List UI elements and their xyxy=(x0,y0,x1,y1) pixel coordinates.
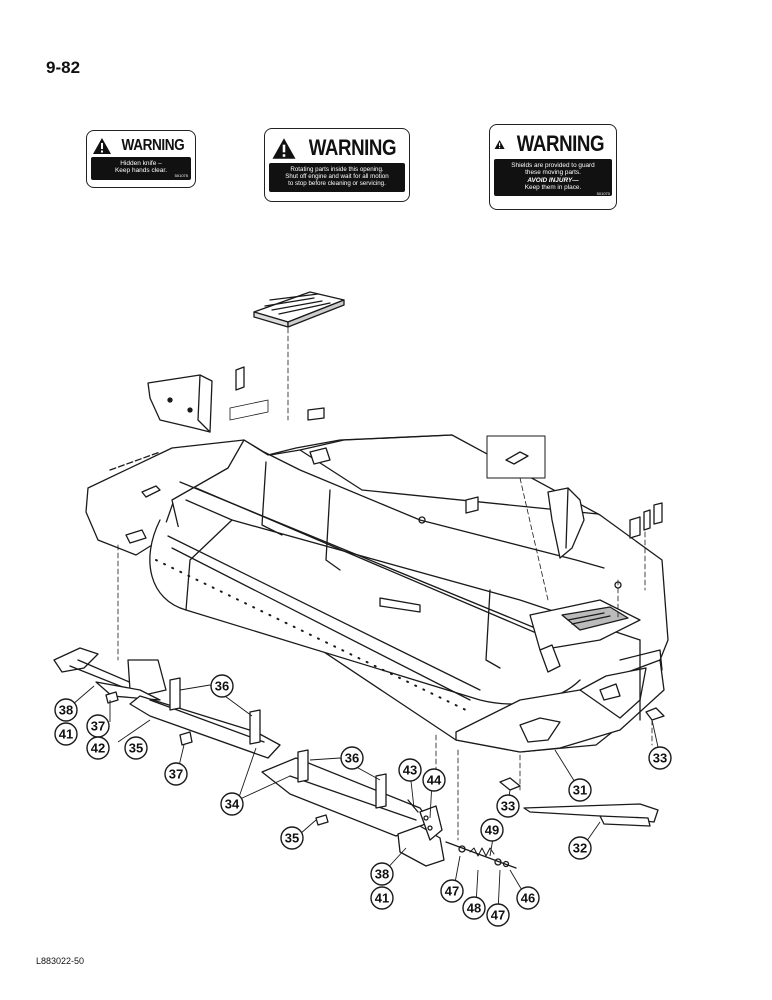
decal-header: WARNING xyxy=(494,129,612,159)
svg-text:37: 37 xyxy=(169,767,183,782)
decal-title: WARNING xyxy=(516,131,605,156)
warning-triangle-icon xyxy=(272,137,296,159)
decal-line: Hidden knife – xyxy=(120,160,162,167)
decal-line: Shut off engine and wait for all motion xyxy=(285,173,389,181)
svg-text:49: 49 xyxy=(485,823,499,838)
svg-text:47: 47 xyxy=(491,908,505,923)
callout-41a: 41 xyxy=(54,722,78,746)
svg-text:43: 43 xyxy=(403,763,417,778)
decal-line: these moving parts. xyxy=(525,169,581,177)
svg-text:47: 47 xyxy=(445,884,459,899)
warning-triangle-icon xyxy=(494,139,505,149)
right-skid-shoe xyxy=(261,749,445,867)
svg-text:41: 41 xyxy=(59,727,73,742)
svg-text:44: 44 xyxy=(427,773,442,788)
callout-38a: 38 xyxy=(54,698,78,722)
callout-49: 49 xyxy=(480,818,504,842)
callout-47a: 47 xyxy=(440,879,464,903)
left-shield-bracket xyxy=(147,374,213,433)
callout-48: 48 xyxy=(462,896,486,920)
svg-text:34: 34 xyxy=(0,0,15,3)
callout-37b: 37 xyxy=(164,762,188,786)
callout-47b: 47 xyxy=(486,903,510,927)
callout-44: 44 xyxy=(422,768,446,792)
svg-text:36: 36 xyxy=(215,679,229,694)
decal-title: WARNING xyxy=(121,137,185,154)
svg-text:36: 36 xyxy=(345,751,359,766)
svg-text:35: 35 xyxy=(285,831,299,846)
callout-41b: 41 xyxy=(370,886,394,910)
left-skid-shoe xyxy=(53,647,281,759)
decal-code: 501075 xyxy=(174,173,188,179)
callout-31: 31 xyxy=(568,778,592,802)
svg-text:34: 34 xyxy=(225,797,240,812)
decal-code: 501070 xyxy=(596,190,610,196)
decal-message: Hidden knife – Keep hands clear. 501075 xyxy=(91,157,191,180)
svg-text:31: 31 xyxy=(573,783,587,798)
decal-title: WARNING xyxy=(308,135,396,160)
warning-triangle-icon xyxy=(93,138,112,154)
decal-header: WARNING xyxy=(269,133,405,163)
decal-line: Shields are provided to guard xyxy=(511,162,595,169)
decal-line: to stop before cleaning or servicing. xyxy=(288,180,386,188)
svg-text:46: 46 xyxy=(521,891,535,906)
right-shield-bracket xyxy=(547,487,585,559)
callout-36a: 36 xyxy=(210,674,234,698)
svg-text:35: 35 xyxy=(129,741,143,756)
callout-38b: 38 xyxy=(370,862,394,886)
callout-35b: 35 xyxy=(280,826,304,850)
decal-line: AVOID INJURY— xyxy=(527,176,579,184)
callout-34a: 34 xyxy=(220,792,244,816)
svg-text:32: 32 xyxy=(573,841,587,856)
decal-header: WARNING xyxy=(91,135,191,157)
decal-line: Rotating parts inside this opening. xyxy=(290,166,384,173)
callout-34b: 34 xyxy=(0,0,15,3)
callout-33a: 33 xyxy=(496,794,520,818)
warning-decal-shields: WARNING Shields are provided to guard th… xyxy=(489,124,617,210)
decal-line: Keep hands clear. xyxy=(114,167,168,175)
figure-code: L883022-50 xyxy=(36,956,85,966)
header-housing xyxy=(149,434,669,753)
access-cover xyxy=(253,291,345,328)
page-number: 9-82 xyxy=(46,58,81,77)
svg-text:41: 41 xyxy=(375,891,389,906)
svg-text:33: 33 xyxy=(653,751,667,766)
decal-line: Keep them in place. xyxy=(524,184,582,192)
left-end-panel xyxy=(85,439,265,556)
spring-bolt-assembly xyxy=(445,841,517,869)
svg-text:48: 48 xyxy=(467,901,481,916)
warning-decal-hidden-knife: WARNING Hidden knife – Keep hands clear.… xyxy=(86,130,196,188)
svg-text:38: 38 xyxy=(59,703,73,718)
callout-46: 46 xyxy=(516,886,540,910)
svg-text:42: 42 xyxy=(91,741,105,756)
decal-message: Rotating parts inside this opening. Shut… xyxy=(269,163,405,193)
svg-text:38: 38 xyxy=(375,867,389,882)
callout-37a: 37 xyxy=(86,714,110,738)
svg-text:37: 37 xyxy=(91,719,105,734)
callout-36b: 36 xyxy=(340,746,364,770)
svg-text:33: 33 xyxy=(501,799,515,814)
callout-33b: 33 xyxy=(648,746,672,770)
callout-32: 32 xyxy=(568,836,592,860)
callout-42: 42 xyxy=(86,736,110,760)
callout-35a: 35 xyxy=(124,736,148,760)
warning-decal-rotating-parts: WARNING Rotating parts inside this openi… xyxy=(264,128,410,202)
decal-message: Shields are provided to guard these movi… xyxy=(494,159,612,197)
callout-43: 43 xyxy=(398,758,422,782)
callout-balloons: 36 36 38 41 37 42 35 37 34 35 43 44 33 3… xyxy=(0,0,672,927)
